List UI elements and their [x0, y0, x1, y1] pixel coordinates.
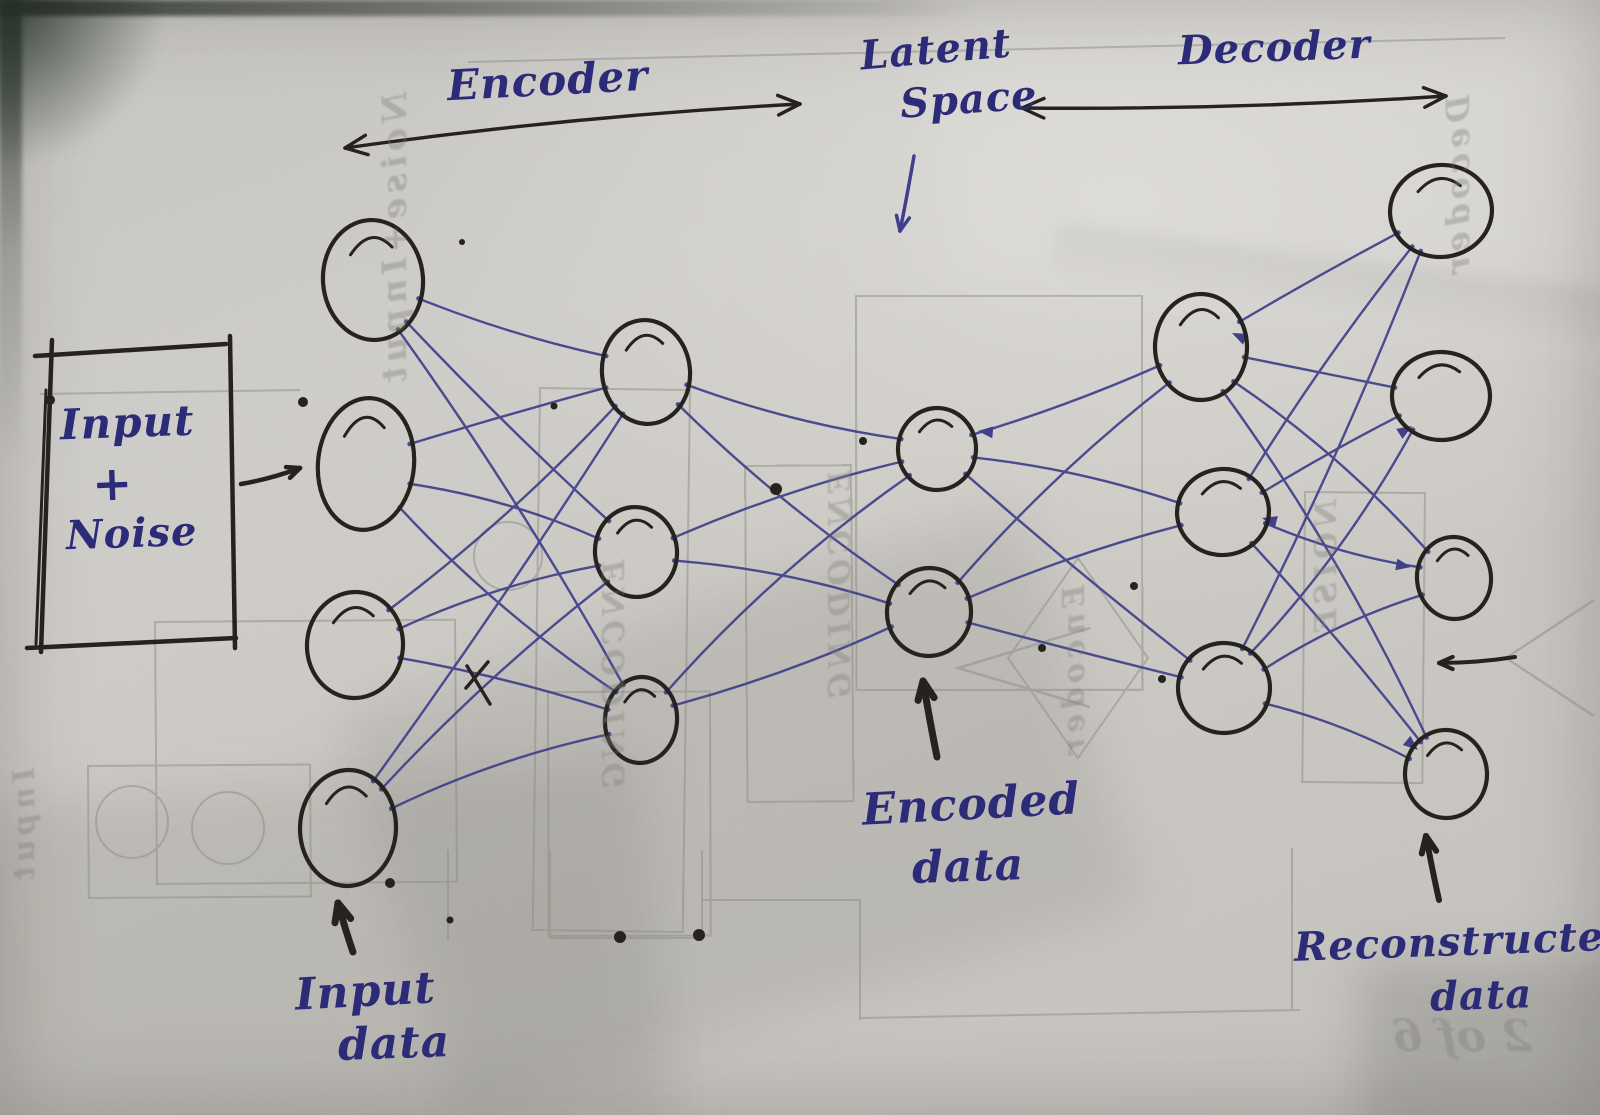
- ghost-encoding-left: ENCODING: [597, 560, 632, 794]
- node-encoder-hidden-layer-1: [592, 504, 680, 600]
- node-encoder-hidden-layer-2: [602, 674, 680, 766]
- input-noise-box-label-line3: Noise: [65, 507, 199, 560]
- node-latent-layer-0: [895, 405, 979, 493]
- node-output-layer-0: [1387, 162, 1495, 260]
- ghost-decoder-right: Decoder: [1439, 95, 1477, 279]
- node-output-layer-1: [1389, 349, 1493, 443]
- input-noise-box-label-line2: +: [91, 455, 135, 513]
- input-data-label-line1: Input: [293, 962, 437, 1021]
- decoder-label: Decoder: [1177, 20, 1372, 75]
- stray-pen-mark: [464, 660, 492, 706]
- ghost-input-left: Input: [7, 768, 42, 886]
- input-data-label-line2: data: [337, 1016, 451, 1071]
- ghost-bleedthrough-layer: [39, 37, 1595, 1020]
- ghost-page-number: 2 of 6: [1392, 1011, 1533, 1062]
- ghost-noise-input: Noise+Input: [375, 92, 415, 388]
- ghost-encoding-mid: ENCODING: [823, 470, 858, 704]
- ghost-noise-right: NOISE: [1309, 500, 1344, 638]
- node-decoder-hidden-layer-1: [1174, 466, 1272, 558]
- node-output-layer-2: [1414, 534, 1494, 622]
- connection-edges: [371, 231, 1430, 810]
- encoded-data-label-line2: data: [911, 839, 1025, 894]
- reconstructed-data-arrow: [1418, 833, 1442, 903]
- decoder-span-arrow: [1020, 85, 1448, 120]
- node-latent-layer-1: [884, 565, 974, 659]
- ink-dots: [45, 239, 1166, 943]
- node-input-layer-0: [320, 217, 426, 343]
- node-input-layer-3: [297, 767, 399, 889]
- node-decoder-hidden-layer-2: [1175, 640, 1273, 736]
- node-decoder-hidden-layer-0: [1152, 291, 1250, 403]
- node-encoder-hidden-layer-0: [599, 317, 693, 427]
- ghost-encoder-diamond: Encoder: [1057, 585, 1092, 759]
- node-input-layer-1: [315, 396, 417, 532]
- reconstructed-data-label-line1: Reconstructed: [1293, 912, 1600, 971]
- input-noise-box-label-line1: Input: [59, 395, 196, 450]
- neuron-nodes: [297, 162, 1495, 889]
- encoded-data-arrow: [914, 677, 941, 761]
- latent-down-arrow: [894, 154, 916, 233]
- node-output-layer-3: [1402, 727, 1490, 821]
- encoder-span-arrow: [343, 93, 802, 157]
- input-noise-box: [24, 333, 239, 655]
- box-to-network-arrow: [238, 464, 303, 487]
- encoder-label: Encoder: [445, 50, 650, 111]
- right-edge-arrow: [1437, 654, 1517, 672]
- input-data-arrow: [331, 899, 357, 956]
- latent-space-label-line2: Space: [898, 71, 1040, 128]
- node-input-layer-2: [304, 589, 406, 701]
- encoded-data-label-line1: Encoded: [860, 773, 1082, 836]
